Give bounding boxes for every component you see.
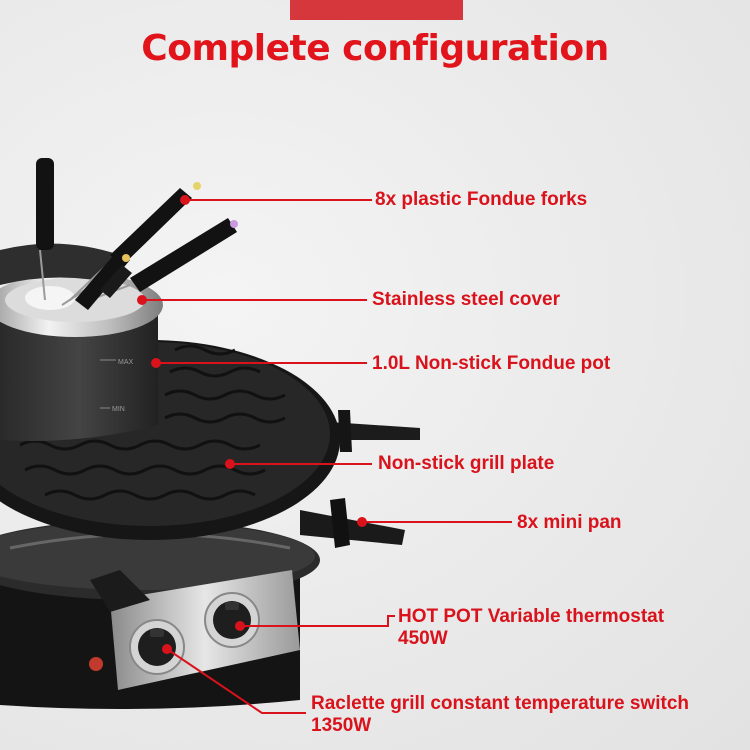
callout-thermostat-line1: HOT POT Variable thermostat: [398, 606, 665, 627]
callout-pan: 8x mini pan: [517, 512, 622, 533]
fondue-pot: MAX MIN: [0, 300, 158, 441]
fondue-forks: [36, 158, 238, 310]
raclette-switch-knob[interactable]: [129, 619, 185, 675]
callout-forks: 8x plastic Fondue forks: [375, 189, 588, 210]
callout-switch-line2: 1350W: [311, 715, 372, 736]
thermostat-knob[interactable]: [204, 592, 260, 648]
callout-thermostat-line2: 450W: [398, 628, 448, 649]
pot-min-mark: MIN: [112, 406, 125, 413]
appliance-base: [0, 520, 320, 709]
callout-thermostat: HOT POT Variable thermostat 450W: [398, 606, 664, 650]
page-title: Complete configuration: [141, 28, 609, 69]
leader-dots: [137, 195, 367, 654]
leader-lines: [142, 199, 512, 714]
callout-cover: Stainless steel cover: [372, 289, 560, 310]
header-tab: [290, 0, 463, 20]
callout-grill: Non-stick grill plate: [378, 453, 555, 474]
callout-switch: Raclette grill constant temperature swit…: [311, 693, 689, 737]
pot-max-mark: MAX: [118, 359, 134, 366]
callout-pot: 1.0L Non-stick Fondue pot: [372, 353, 611, 374]
callout-switch-line1: Raclette grill constant temperature swit…: [311, 693, 689, 714]
